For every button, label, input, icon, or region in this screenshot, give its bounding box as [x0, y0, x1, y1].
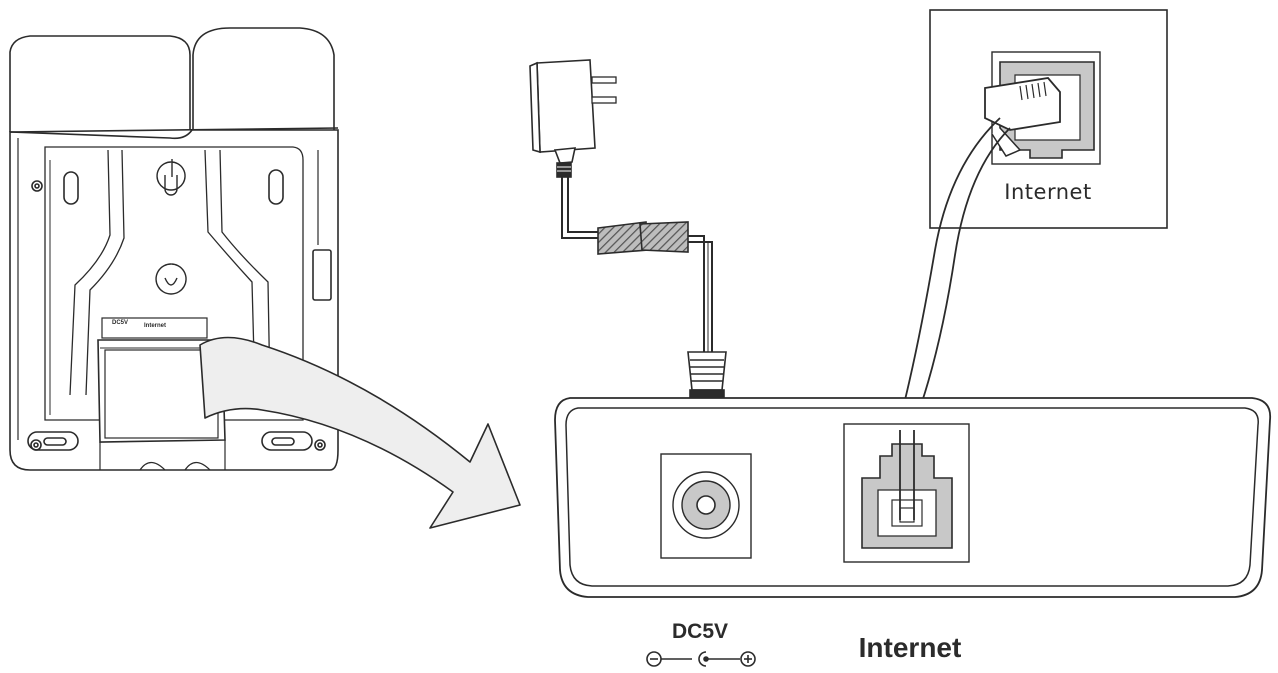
wall-port-inset: [929, 9, 1168, 229]
curved-arrow: [199, 336, 521, 529]
keyhole-hanger-icon: [156, 161, 186, 196]
polarity-symbol-icon: [646, 651, 756, 667]
dc5v-label: DC5V: [671, 620, 729, 643]
inset-internet-label: Internet: [1004, 180, 1092, 204]
phone-back-view: [9, 27, 339, 471]
phone-back-internet-label: Internet: [144, 323, 167, 329]
rj45-plug: [984, 77, 1061, 131]
phone-top-left-hump: [9, 35, 191, 132]
phone-base: [554, 397, 1272, 598]
screw-icon: [31, 180, 43, 192]
screw-icon: [314, 439, 326, 451]
phone-body-outline: [9, 129, 339, 471]
phone-top-right-hump: [192, 27, 335, 130]
power-adapter: [529, 59, 727, 447]
internet-port-label: Internet: [858, 632, 962, 663]
keyhole-hanger-icon: [155, 263, 187, 295]
stand-panel: [44, 146, 304, 421]
dc-plug: [687, 351, 727, 391]
ethernet-cable: [899, 117, 1011, 520]
phone-back-dc-label: DC5V: [112, 320, 129, 326]
